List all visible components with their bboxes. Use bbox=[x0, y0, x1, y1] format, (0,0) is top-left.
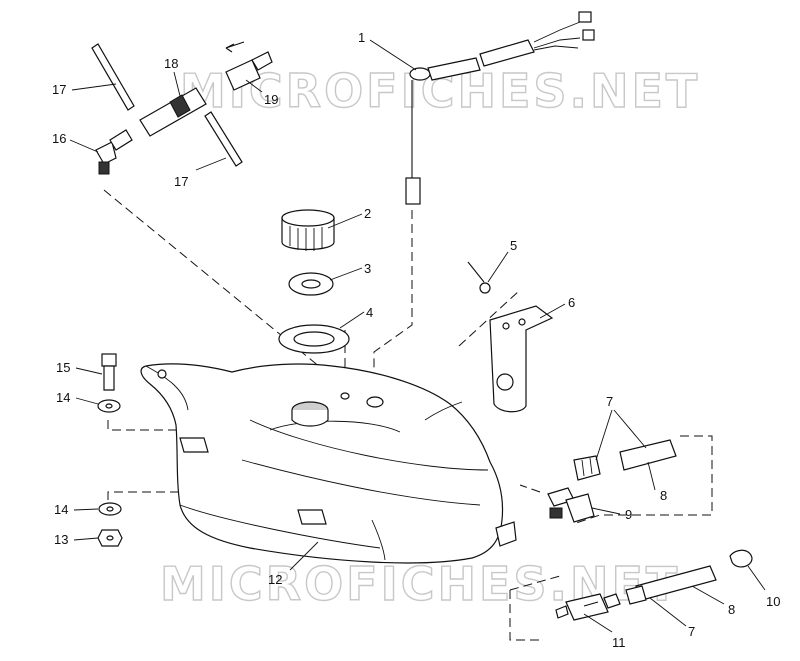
callout-17-lower: 17 bbox=[174, 174, 188, 189]
fuel-hose-upper bbox=[619, 439, 677, 471]
callout-14-upper: 14 bbox=[56, 390, 70, 405]
callout-14-lower: 14 bbox=[54, 502, 68, 517]
fuel-sender-gauge bbox=[405, 11, 595, 205]
callout-16: 16 bbox=[52, 131, 66, 146]
tank-bracket bbox=[489, 305, 554, 413]
callout-12: 12 bbox=[268, 572, 282, 587]
callout-7-lower: 7 bbox=[688, 624, 695, 639]
callout-1: 1 bbox=[358, 30, 365, 45]
mounting-bolt bbox=[101, 353, 117, 391]
callout-15: 15 bbox=[56, 360, 70, 375]
bracket-screw bbox=[467, 261, 491, 294]
callout-18: 18 bbox=[164, 56, 178, 71]
washer-upper bbox=[97, 399, 121, 413]
fuel-tank bbox=[140, 363, 517, 564]
vent-hose-upper bbox=[91, 43, 135, 111]
filler-gasket bbox=[278, 324, 350, 354]
vent-hose-lower bbox=[204, 111, 243, 167]
callout-6: 6 bbox=[568, 295, 575, 310]
callout-9: 9 bbox=[625, 507, 632, 522]
cap-gasket bbox=[288, 272, 334, 296]
callout-7-upper: 7 bbox=[606, 394, 613, 409]
fuel-elbow-fitting bbox=[547, 487, 595, 523]
vent-tube bbox=[139, 87, 207, 137]
hose-clamp-spring bbox=[729, 549, 753, 568]
fuel-cap bbox=[281, 209, 335, 251]
callout-8-upper: 8 bbox=[660, 488, 667, 503]
vent-check-valve bbox=[225, 41, 273, 91]
leader-lines bbox=[69, 39, 766, 633]
callout-10: 10 bbox=[766, 594, 780, 609]
washer-lower bbox=[98, 502, 122, 516]
hose-clamp-lower bbox=[625, 585, 647, 605]
hose-clamp bbox=[573, 455, 601, 481]
callout-2: 2 bbox=[364, 206, 371, 221]
callout-8-lower: 8 bbox=[728, 602, 735, 617]
hex-nut bbox=[97, 529, 123, 547]
callout-19: 19 bbox=[264, 92, 278, 107]
callout-13: 13 bbox=[54, 532, 68, 547]
callout-17-upper: 17 bbox=[52, 82, 66, 97]
callout-3: 3 bbox=[364, 261, 371, 276]
callout-5: 5 bbox=[510, 238, 517, 253]
inline-fuel-filter bbox=[555, 593, 621, 621]
callout-11: 11 bbox=[612, 635, 626, 650]
callout-numbers: 1 2 3 4 5 6 7 7 8 8 9 10 11 12 13 14 14 … bbox=[52, 30, 780, 650]
callout-4: 4 bbox=[366, 305, 373, 320]
vent-elbow-fitting bbox=[95, 129, 133, 175]
